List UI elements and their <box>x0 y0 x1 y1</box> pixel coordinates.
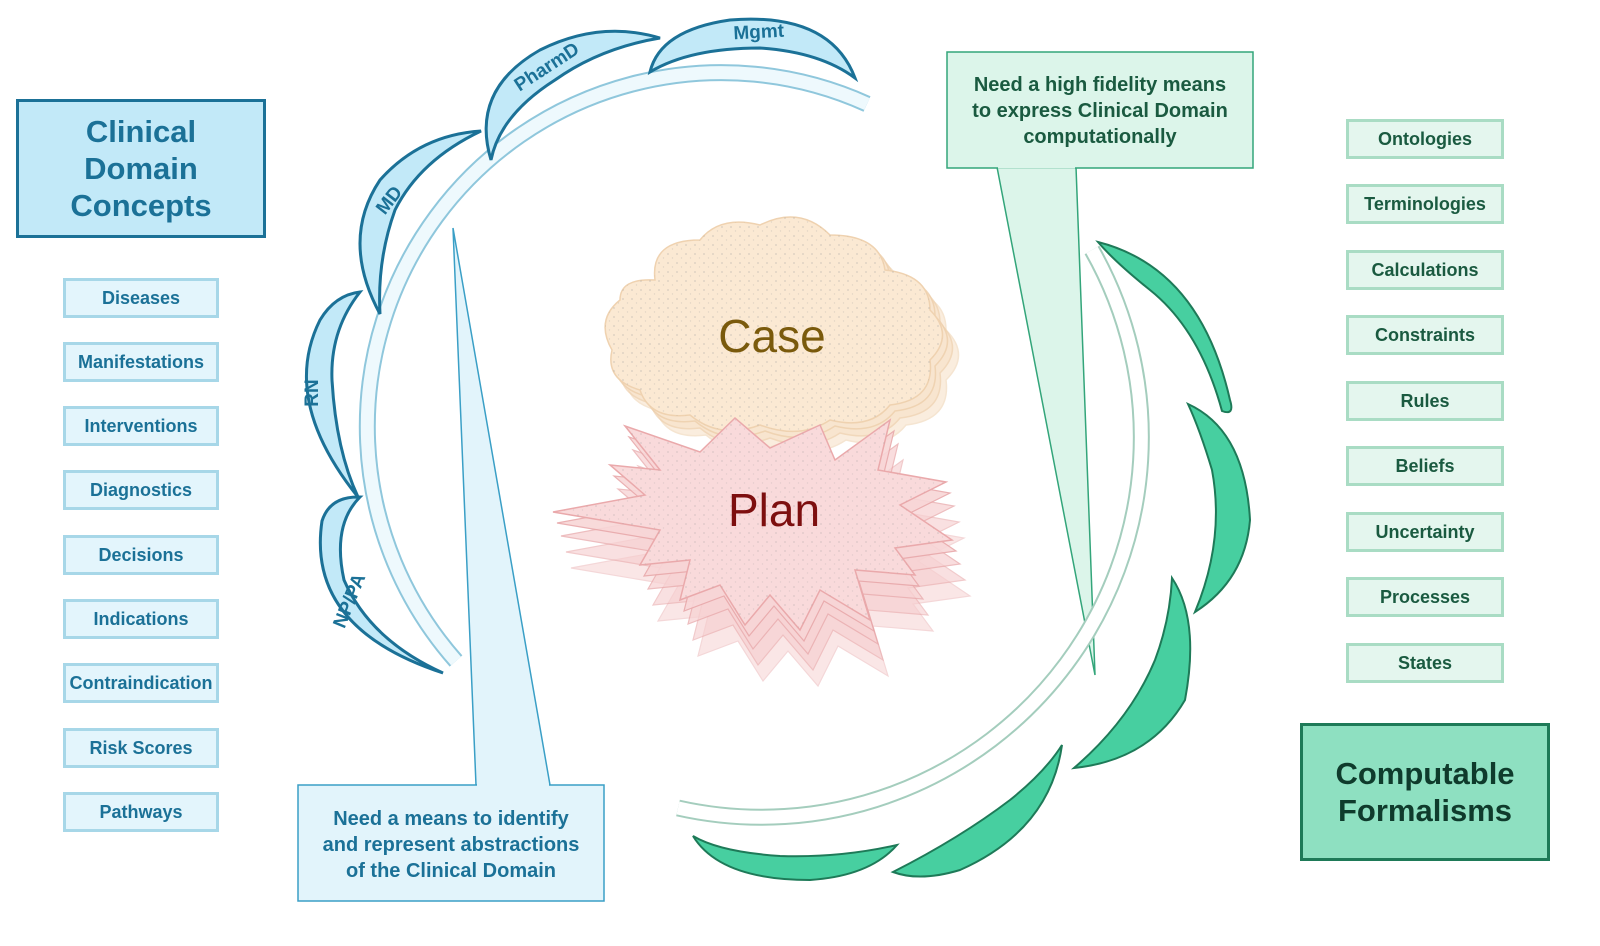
concept-manifestations: Manifestations <box>63 342 219 382</box>
clinical-domain-concepts-title: Clinical Domain Concepts <box>16 99 266 238</box>
plan-starburst <box>552 416 972 688</box>
formalism-uncertainty: Uncertainty <box>1346 512 1504 552</box>
formalism-ontologies: Ontologies <box>1346 119 1504 159</box>
concept-decisions: Decisions <box>63 535 219 575</box>
clinical-arc-band <box>358 64 871 667</box>
concept-diagnostics: Diagnostics <box>63 470 219 510</box>
role-petal-mgmt <box>647 17 859 83</box>
concept-diseases: Diseases <box>63 278 219 318</box>
callout-left <box>297 227 605 902</box>
computable-formalisms-title: Computable Formalisms <box>1300 723 1550 861</box>
formalism-constraints: Constraints <box>1346 315 1504 355</box>
case-label: Case <box>718 310 825 362</box>
plan-label: Plan <box>728 484 820 536</box>
computable-petals <box>692 240 1252 882</box>
case-cloud <box>604 216 960 453</box>
concept-pathways: Pathways <box>63 792 219 832</box>
formalism-terminologies: Terminologies <box>1346 184 1504 224</box>
role-petals <box>304 17 859 675</box>
role-label-mgmt: Mgmt <box>733 21 785 45</box>
concept-contraindication: Contraindication <box>63 663 219 703</box>
role-petal-pharmd <box>484 29 661 161</box>
role-label-rn: RN <box>302 379 323 406</box>
callout-right <box>946 51 1254 676</box>
computable-arc-band <box>676 245 1150 826</box>
concept-risk-scores: Risk Scores <box>63 728 219 768</box>
formalism-calculations: Calculations <box>1346 250 1504 290</box>
callout-left-text: Need a means to identify and represent a… <box>322 808 580 882</box>
role-petal-np-pa <box>318 495 444 675</box>
callout-right-text: Need a high fidelity means to express Cl… <box>972 74 1228 148</box>
concept-interventions: Interventions <box>63 406 219 446</box>
formalism-processes: Processes <box>1346 577 1504 617</box>
formalism-rules: Rules <box>1346 381 1504 421</box>
formalism-beliefs: Beliefs <box>1346 446 1504 486</box>
role-petal-md <box>358 129 482 315</box>
formalism-states: States <box>1346 643 1504 683</box>
concept-indications: Indications <box>63 599 219 639</box>
role-petal-rn <box>304 290 364 498</box>
